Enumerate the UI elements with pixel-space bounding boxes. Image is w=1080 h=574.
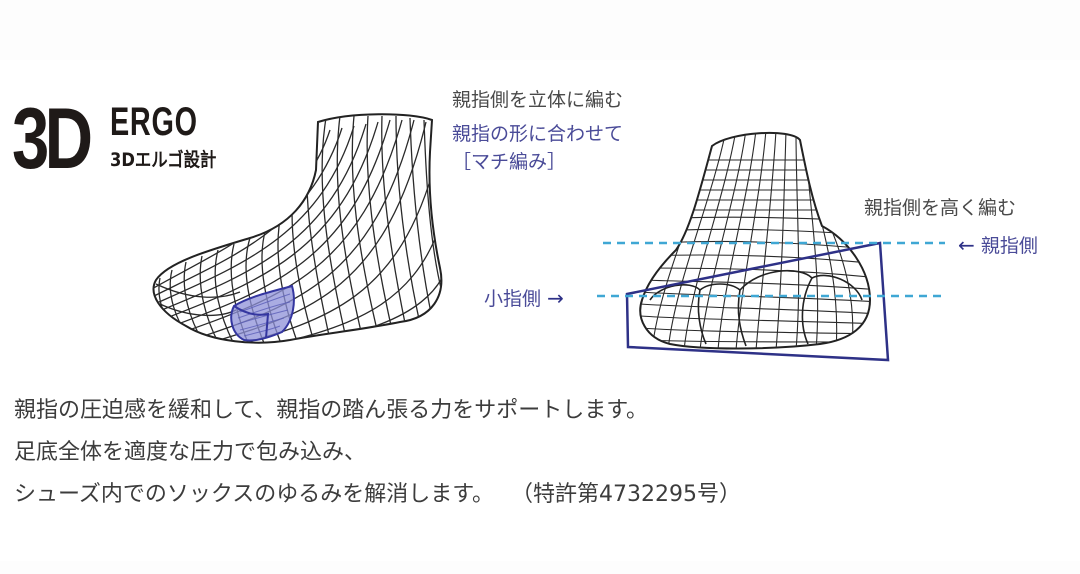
label-gusset-knit: ［マチ編み］ (452, 151, 567, 173)
thumb-side-text: 親指側 (980, 235, 1038, 257)
label-fit-thumb-shape: 親指の形に合わせて (452, 123, 624, 145)
bottom-margin (0, 561, 1080, 574)
description-line-2: 足底全体を適度な圧力で包み込み、 (14, 440, 367, 465)
logo-name: ERGO (110, 100, 198, 144)
sole-outline (625, 241, 890, 362)
top-margin (0, 0, 1080, 60)
label-pinky-side: 小指側 → (484, 286, 564, 311)
logo-subtitle: 3Dエルゴ設計 (110, 149, 217, 171)
description-line-3-text: シューズ内でのソックスのゆるみを解消します。 (14, 482, 495, 507)
right-sock-illustration (597, 131, 945, 362)
left-sock-illustration (152, 113, 443, 344)
arrow-left-icon: ← (958, 233, 975, 257)
description: 親指の圧迫感を緩和して、親指の踏ん張る力をサポートします。 足底全体を適度な圧力… (14, 390, 741, 516)
patent-number: （特許第4732295号） (522, 482, 742, 507)
description-line-1: 親指の圧迫感を緩和して、親指の踏ん張る力をサポートします。 (14, 398, 649, 423)
logo-mark: 3D (12, 91, 93, 187)
label-knit-thumb-side-high: 親指側を高く編む (864, 197, 1017, 219)
pinky-side-text: 小指側 (484, 288, 542, 310)
label-thumb-side: ← 親指側 (958, 233, 1038, 258)
description-line-3: シューズ内でのソックスのゆるみを解消します。 （特許第4732295号） (14, 474, 741, 516)
arrow-right-icon: → (547, 286, 564, 310)
label-knit-thumb-side-3d: 親指側を立体に編む (452, 89, 624, 111)
